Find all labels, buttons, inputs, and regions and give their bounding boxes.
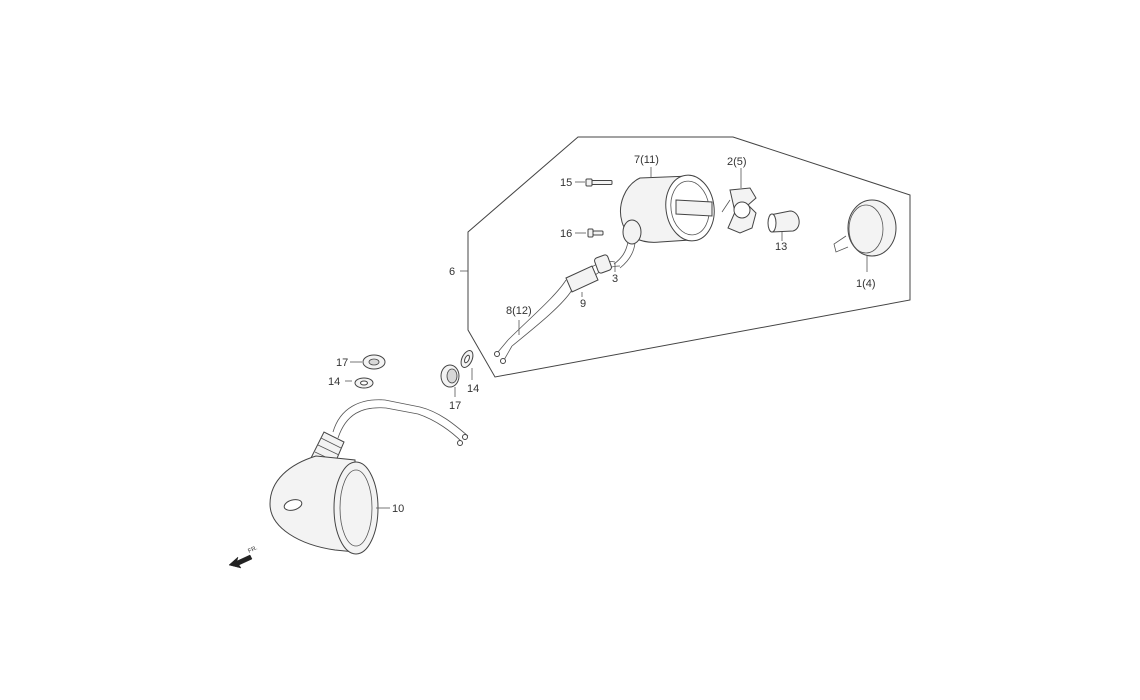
assembly-group-outline: [467, 136, 911, 378]
screw-15: [575, 178, 613, 187]
direction-label: FR.: [247, 545, 259, 555]
turn-signal-assembly-10: [269, 399, 469, 555]
turn-signal-housing-7: [613, 174, 715, 269]
callout-1-4: 1(4): [856, 278, 876, 290]
bulb-13: [767, 210, 800, 233]
callout-14-right: 14: [467, 383, 479, 395]
callout-7-11: 7(11): [634, 154, 659, 166]
callout-2-5: 2(5): [727, 156, 747, 168]
callout-10: 10: [392, 503, 404, 515]
nut-17-right: [440, 364, 460, 388]
callout-8-12: 8(12): [506, 305, 532, 317]
wire-harness-grommet: [494, 254, 621, 364]
callout-6: 6: [449, 266, 455, 278]
washer-14-left: [354, 377, 374, 389]
screw-16: [575, 228, 604, 238]
callout-15: 15: [560, 177, 572, 189]
callout-16: 16: [560, 228, 572, 240]
callout-3: 3: [612, 273, 618, 285]
bulb-socket-2: [721, 187, 757, 234]
front-direction-arrow-icon: [228, 554, 253, 569]
washer-14-right: [460, 350, 474, 368]
callout-17-right: 17: [449, 400, 461, 412]
lens-1: [833, 199, 897, 257]
callout-17-left: 17: [336, 357, 348, 369]
callout-14-left: 14: [328, 376, 340, 388]
callout-13: 13: [775, 241, 787, 253]
nut-17-left: [362, 354, 386, 370]
callout-9: 9: [580, 298, 586, 310]
